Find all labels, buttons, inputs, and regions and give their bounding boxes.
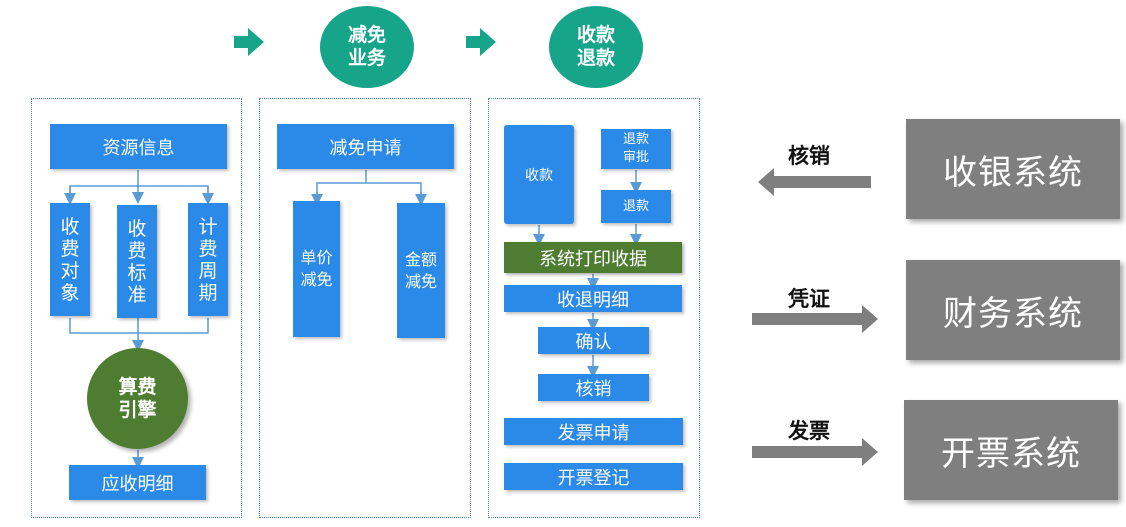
fee-standard-char: 收 [127, 217, 147, 240]
connector-reduction-fan [316, 182, 422, 198]
panel-billing [31, 98, 242, 518]
cashier-system-box[interactable]: 收银系统 [906, 119, 1120, 219]
step-arrow-2 [466, 28, 496, 56]
fee-standard-box[interactable]: 收 费 标 准 [117, 205, 157, 318]
fee-object-char: 收 [60, 215, 80, 238]
fee-object-char: 费 [60, 237, 80, 260]
amount-reduction-box[interactable]: 金额 减免 [397, 203, 445, 338]
resource-info-box[interactable]: 资源信息 [50, 124, 227, 169]
invoice-register-box[interactable]: 开票登记 [504, 463, 683, 490]
fee-object-char: 对 [60, 259, 80, 282]
reduction-apply-box[interactable]: 减免申请 [277, 124, 454, 169]
unit-price-line: 减免 [300, 270, 333, 289]
refund-box[interactable]: 退款 [601, 190, 671, 223]
billing-cycle-char: 费 [198, 237, 218, 260]
writeoff-box[interactable]: 核销 [538, 374, 649, 401]
billing-engine-circle: 算费 引擎 [87, 348, 188, 449]
unit-price-reduction-box[interactable]: 单价 减免 [293, 201, 340, 337]
voucher-label: 凭证 [788, 287, 830, 311]
fee-object-box[interactable]: 收 费 对 象 [50, 203, 90, 316]
step-refund-circle: 收款 退款 [549, 6, 643, 88]
writeoff-label: 核销 [788, 144, 830, 168]
billing-cycle-char: 计 [198, 215, 218, 238]
confirm-box[interactable]: 确认 [538, 327, 649, 354]
fee-standard-char: 费 [127, 239, 147, 262]
receivable-detail-box[interactable]: 应收明细 [69, 465, 206, 500]
arrow-voucher-right [752, 305, 878, 333]
refund-approval-line: 审批 [622, 150, 649, 165]
amount-line: 减免 [404, 271, 437, 291]
arrow-invoice-right [752, 438, 878, 466]
invoicing-system-box[interactable]: 开票系统 [904, 400, 1118, 500]
fee-standard-char: 准 [127, 283, 147, 306]
unit-price-line: 单价 [300, 248, 333, 267]
collect-refund-detail-box[interactable]: 收退明细 [504, 285, 682, 312]
collect-box[interactable]: 收款 [504, 125, 574, 224]
billing-cycle-char: 周 [198, 259, 218, 282]
invoice-apply-box[interactable]: 发票申请 [504, 418, 683, 445]
fee-standard-char: 标 [127, 261, 147, 284]
invoice-label: 发票 [788, 419, 830, 443]
step-arrow-1 [234, 28, 264, 56]
billing-cycle-box[interactable]: 计 费 周 期 [188, 203, 228, 316]
amount-line: 金额 [404, 249, 437, 269]
arrow-writeoff-left [758, 168, 871, 196]
step-reduction-circle: 减免 业务 [320, 6, 414, 88]
refund-approval-line: 退款 [622, 132, 649, 147]
billing-cycle-char: 期 [198, 281, 218, 304]
print-receipt-box[interactable]: 系统打印收据 [504, 242, 682, 273]
panel-collection [488, 98, 700, 518]
connector-fan-in [69, 318, 209, 334]
refund-approval-box[interactable]: 退款 审批 [601, 129, 671, 169]
finance-system-box[interactable]: 财务系统 [906, 260, 1120, 360]
fee-object-char: 象 [60, 281, 80, 304]
panel-reduction [259, 98, 471, 518]
